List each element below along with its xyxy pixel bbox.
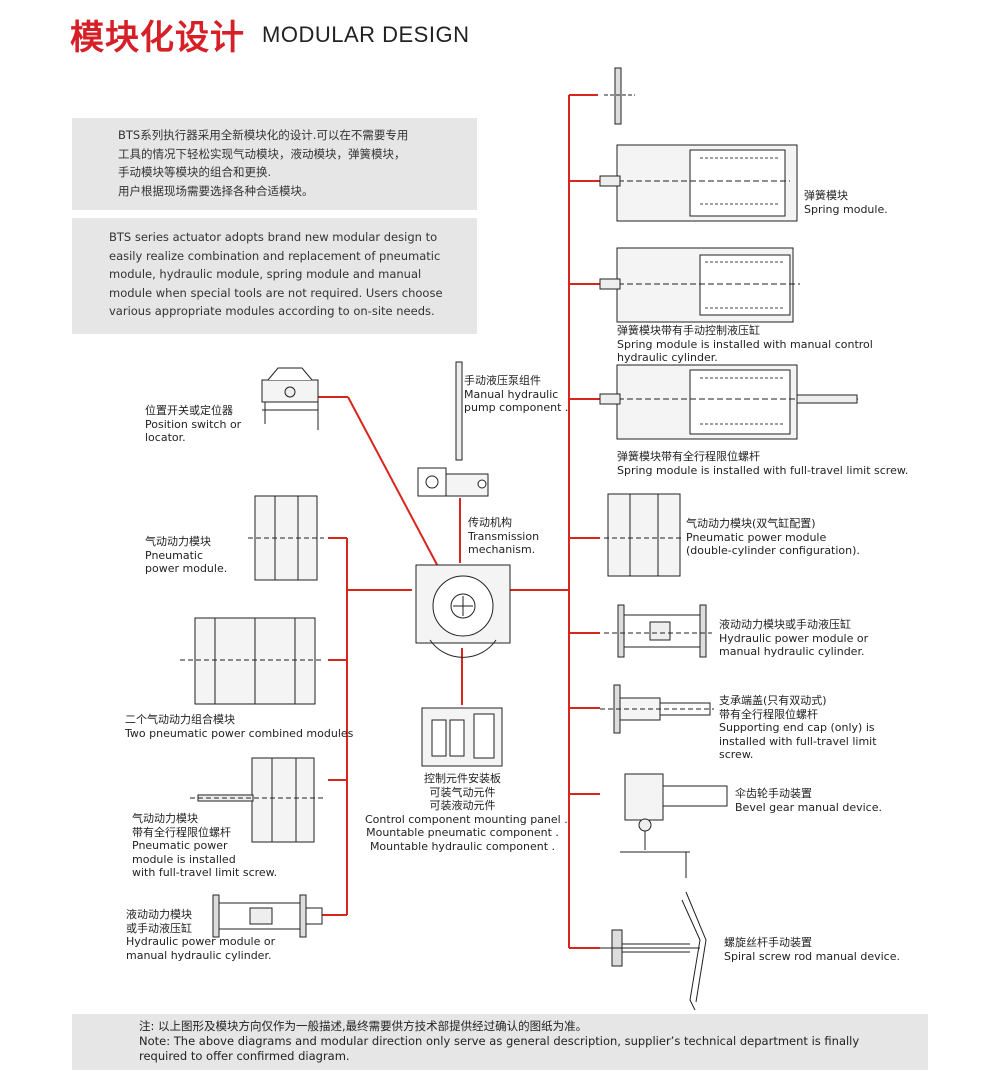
position-switch-label: 位置开关或定位器 Position switch or locator. — [145, 404, 242, 444]
intro-en-line: module, hydraulic module, spring module … — [109, 267, 422, 281]
hydraulic-right-label: 液动动力模块或手动液压缸 Hydraulic power module or m… — [719, 618, 869, 658]
pneumatic-limit-drawing — [190, 757, 324, 843]
note-en-line1: Note: The above diagrams and modular dir… — [139, 1034, 860, 1048]
intro-cn-line: 工具的情况下轻松实现气动模块，液动模块，弹簧模块， — [118, 146, 406, 161]
note-en-line2: required to offer confirmed diagram. — [139, 1049, 350, 1063]
intro-cn-box: BTS系列执行器采用全新模块化的设计.可以在不需要专用 工具的情况下轻松实现气动… — [72, 118, 477, 210]
bevel-gear-label: 伞齿轮手动装置 Bevel gear manual device. — [735, 787, 882, 814]
pneumatic-double-drawing — [604, 493, 684, 577]
module-drawings — [180, 67, 860, 1011]
page-title-en: MODULAR DESIGN — [262, 22, 470, 47]
spring-limit-drawing — [599, 364, 860, 440]
transmission-drawing — [415, 564, 511, 658]
top-flange — [604, 67, 635, 125]
spring-module-drawing — [599, 144, 798, 222]
intro-cn-line: 用户根据现场需要选择各种合适模块。 — [118, 183, 314, 198]
pneumatic-limit-label: 气动动力模块 带有全行程限位螺杆 Pneumatic power module … — [132, 812, 278, 879]
hydraulic-right-drawing — [604, 604, 712, 658]
intro-en-line: easily realize combination and replaceme… — [109, 248, 441, 263]
spiral-screw-label: 螺旋丝杆手动装置 Spiral screw rod manual device. — [724, 936, 900, 963]
spring-label: 弹簧模块 Spring module. — [804, 189, 888, 216]
intro-en-line: various appropriate modules according to… — [109, 304, 435, 318]
intro-en-line: BTS series actuator adopts brand new mod… — [109, 230, 438, 244]
spring-manual-drawing — [599, 247, 800, 323]
end-cap-label: 支承端盖(只有双动式) 带有全行程限位螺杆 Supporting end cap… — [719, 694, 877, 761]
control-panel-drawing — [421, 707, 503, 767]
spring-manual-label: 弹簧模块带有手动控制液压缸 Spring module is installed… — [617, 324, 873, 364]
note-box: 注: 以上图形及模块方向仅作为一般描述,最终需要供方技术部提供经过确认的图纸为准… — [72, 1014, 928, 1070]
hydraulic-left-label: 液动动力模块 或手动液压缸 Hydraulic power module or … — [126, 908, 276, 962]
position-switch-drawing — [261, 367, 319, 430]
note-cn: 注: 以上图形及模块方向仅作为一般描述,最终需要供方技术部提供经过确认的图纸为准… — [139, 1019, 588, 1033]
intro-cn-line: 手动模块等模块的组合和更换. — [118, 165, 272, 179]
intro-en-line: module when special tools are not requir… — [109, 285, 443, 300]
pneumatic-double-label: 气动动力模块(双气缸配置) Pneumatic power module (do… — [686, 517, 860, 557]
spring-limit-label: 弹簧模块带有全行程限位螺杆 Spring module is installed… — [617, 450, 909, 477]
bevel-gear-drawing — [620, 773, 728, 878]
two-pneumatic-label: 二个气动动力组合模块 Two pneumatic power combined … — [125, 713, 354, 740]
hydraulic-left-drawing — [212, 894, 323, 938]
page-title-cn: 模块化设计 — [70, 18, 245, 58]
pneumatic-left-label: 气动动力模块 Pneumatic power module. — [145, 535, 228, 575]
control-panel-label: 控制元件安装板 可装气动元件 可装液动元件 Control component … — [365, 772, 568, 853]
transmission-label: 传动机构 Transmission mechanism. — [468, 516, 540, 556]
spiral-screw-drawing — [600, 891, 707, 1011]
pump-drawing — [417, 361, 489, 497]
pump-label: 手动液压泵组件 Manual hydraulic pump component … — [464, 374, 569, 414]
pneumatic-left-drawing — [248, 495, 324, 581]
two-pneumatic-drawing — [180, 617, 324, 705]
intro-en-box: BTS series actuator adopts brand new mod… — [72, 218, 477, 334]
intro-cn-line: BTS系列执行器采用全新模块化的设计.可以在不需要专用 — [118, 128, 409, 142]
end-cap-drawing — [600, 684, 714, 734]
